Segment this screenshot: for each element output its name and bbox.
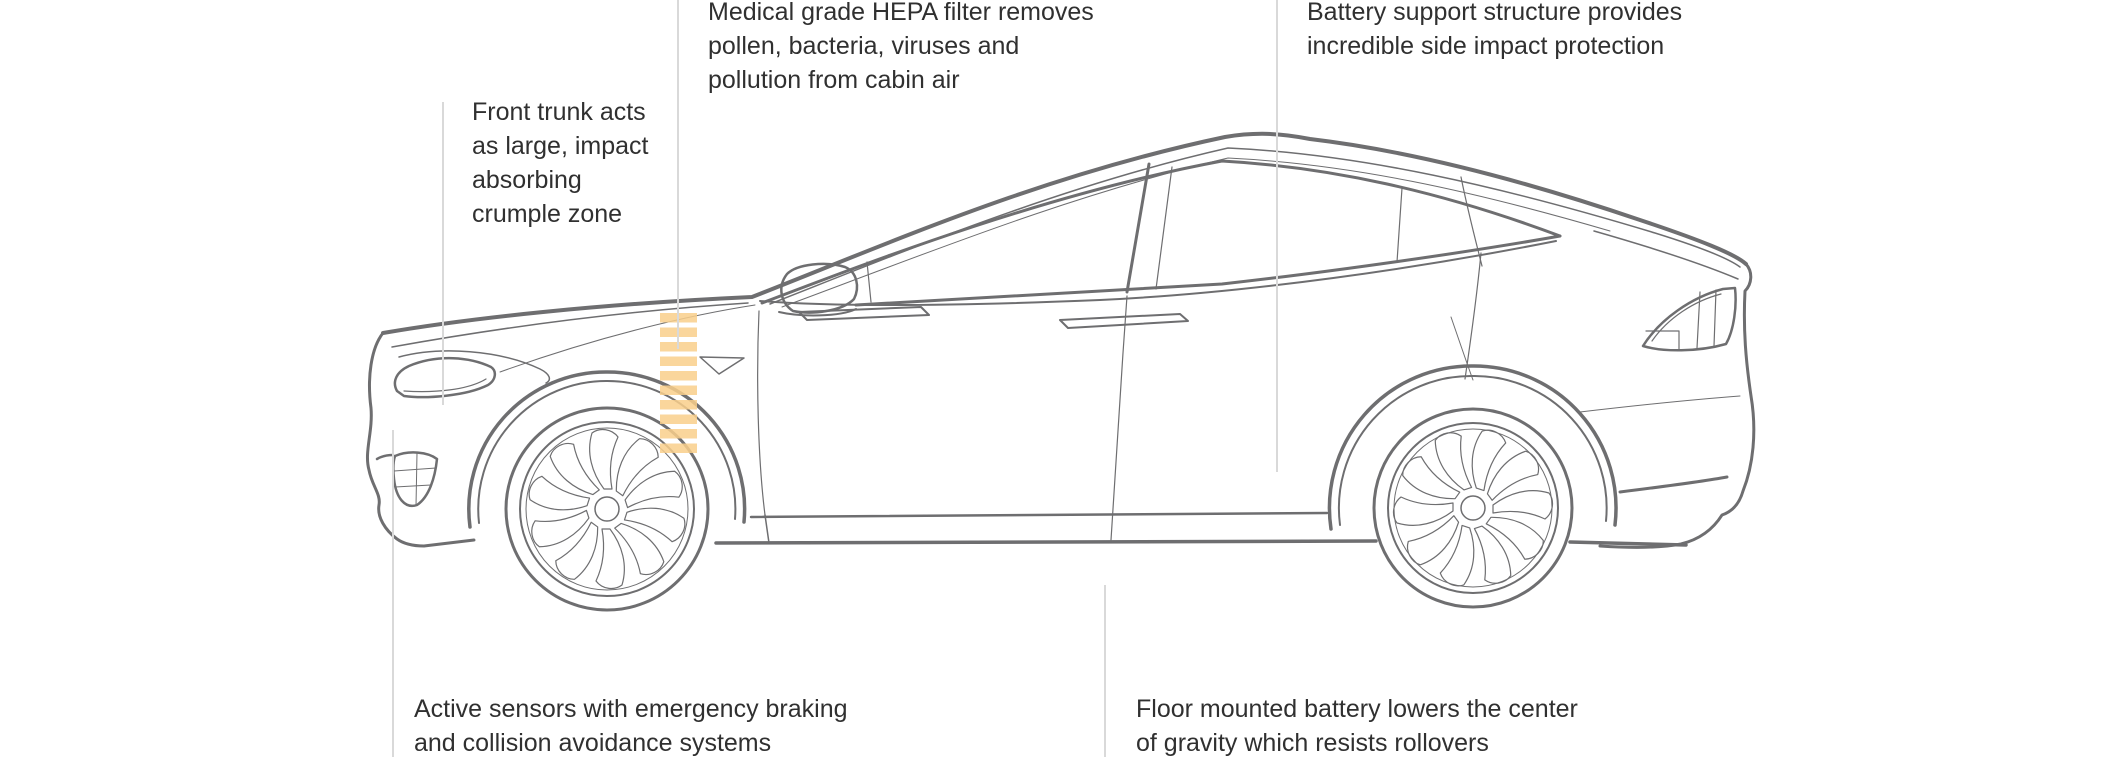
car-fender-marker bbox=[699, 356, 745, 375]
car-bumper-lower-cut bbox=[1618, 475, 1729, 494]
callout-text-line: pollen, bacteria, viruses and bbox=[708, 32, 1020, 60]
car-front-door-handle bbox=[798, 306, 930, 321]
callout-line-active-sensors bbox=[392, 430, 394, 757]
callout-text-line: as large, impact bbox=[472, 132, 649, 160]
car-bumper-crease bbox=[1579, 395, 1741, 413]
car-rear-wheel-arch-inner bbox=[1337, 374, 1608, 526]
car-rear-fascia bbox=[1598, 262, 1756, 549]
car-roofline bbox=[381, 131, 1748, 335]
callout-text-line: Medical grade HEPA filter removes bbox=[708, 0, 1094, 26]
car-b-pillar-rear-edge bbox=[1155, 166, 1173, 290]
car-rear-wheel-arch bbox=[1327, 364, 1618, 531]
callout-text-active-sensors: Active sensors with emergency braking an… bbox=[414, 692, 848, 760]
callout-text-line: of gravity which resists rollovers bbox=[1136, 729, 1489, 757]
callout-text-line: Front trunk acts bbox=[472, 98, 646, 126]
callout-text-line: Floor mounted battery lowers the center bbox=[1136, 695, 1578, 723]
car-quarter-panel-seam bbox=[1464, 252, 1482, 380]
callout-text-line: crumple zone bbox=[472, 200, 623, 228]
callout-text-line: and collision avoidance systems bbox=[414, 729, 772, 757]
car-front-fascia bbox=[365, 331, 476, 548]
car-rear-window-divider bbox=[1396, 187, 1403, 263]
callout-line-floor-battery bbox=[1104, 585, 1106, 757]
car-hatch-seam bbox=[1593, 230, 1739, 280]
callout-line-battery-support bbox=[1276, 0, 1278, 472]
car-roof-trim-inner bbox=[781, 157, 1611, 308]
car-fog-lamp bbox=[375, 451, 439, 508]
car-belt-line-lower bbox=[759, 240, 1557, 307]
car-rear-wheel bbox=[1372, 407, 1574, 609]
car-b-pillar bbox=[1125, 162, 1151, 294]
car-window-top-edge bbox=[760, 159, 1562, 305]
callout-line-front-trunk bbox=[442, 102, 444, 405]
car-vent-window-divider bbox=[866, 261, 872, 303]
car-belt-line bbox=[854, 234, 1562, 307]
car-mirror-base bbox=[778, 308, 857, 317]
car-taillight bbox=[1641, 286, 1737, 352]
callout-line-hepa-filter bbox=[677, 0, 679, 349]
car-front-wheel-arch-inner bbox=[477, 379, 737, 524]
callout-text-line: Active sensors with emergency braking bbox=[414, 695, 848, 723]
car-front-wheel bbox=[504, 406, 710, 612]
callout-text-line: incredible side impact protection bbox=[1307, 32, 1665, 60]
callout-text-battery-support: Battery support structure provides incre… bbox=[1307, 0, 1682, 63]
callout-text-front-trunk: Front trunk acts as large, impact absorb… bbox=[472, 95, 648, 231]
car-rear-door-handle bbox=[1059, 313, 1189, 329]
car-fender-seam bbox=[499, 304, 756, 373]
car-sill-bottom bbox=[714, 539, 1378, 545]
car-sill-top bbox=[749, 511, 1329, 519]
car-side-mirror bbox=[780, 262, 859, 314]
car-quarter-crease bbox=[1450, 316, 1474, 381]
callout-text-line: Battery support structure provides bbox=[1307, 0, 1683, 26]
car-front-door-seam bbox=[757, 310, 766, 516]
callout-text-line: pollution from cabin air bbox=[708, 66, 960, 94]
car-rear-door-seam bbox=[1110, 295, 1128, 541]
car-sill-front-step bbox=[764, 514, 770, 544]
callout-text-line: absorbing bbox=[472, 166, 582, 194]
callout-text-hepa-filter: Medical grade HEPA filter removes pollen… bbox=[708, 0, 1094, 97]
car-underbody-rear bbox=[1568, 540, 1688, 547]
car-headlight bbox=[393, 350, 551, 399]
callout-text-floor-battery: Floor mounted battery lowers the center … bbox=[1136, 692, 1578, 760]
car-front-wheel-arch bbox=[467, 370, 747, 529]
